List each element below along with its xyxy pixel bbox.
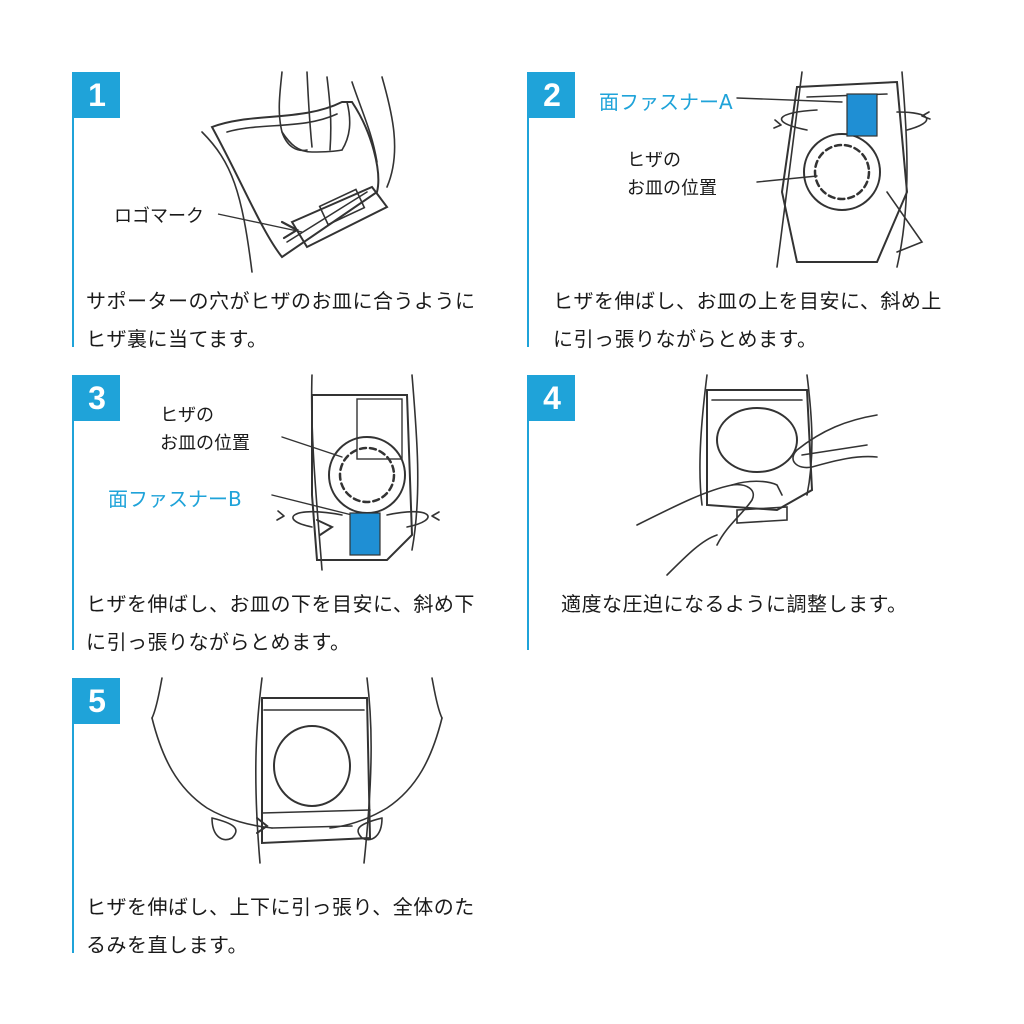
step-2-caption-line-2: に引っ張りながらとめます。 [553, 327, 818, 351]
step-number-badge: 4 [529, 375, 575, 421]
step-rail [527, 375, 529, 650]
step-4-caption-line-1: 適度な圧迫になるように調整します。 [561, 592, 908, 616]
step-5-caption-line-1: ヒザを伸ばし、上下に引っ張り、全体のた [86, 895, 475, 919]
step-number-badge: 5 [74, 678, 120, 724]
step-1-caption-line-2: ヒザ裏に当てます。 [86, 327, 268, 351]
fastener-a-label: 面ファスナーA [599, 90, 733, 114]
step-4: 4 適度な圧迫になるように調整します。 [527, 374, 977, 650]
step-2: 2 面ファスナーA ヒザの お皿の位置 ヒザを伸ばし、お皿の上を目安に、 [527, 71, 977, 351]
knee-illustration-back [172, 71, 492, 273]
kneecap-label-line-1: ヒザの [160, 405, 214, 426]
kneecap-label-line-1: ヒザの [627, 150, 681, 171]
step-rail [72, 678, 74, 953]
step-number-badge: 1 [74, 72, 120, 118]
step-5-caption-line-2: るみを直します。 [86, 933, 248, 957]
step-number-badge: 3 [74, 375, 120, 421]
kneecap-label-line-2: お皿の位置 [627, 178, 717, 199]
fastener-b-label: 面ファスナーB [108, 487, 242, 511]
knee-illustration-front-lower [271, 374, 502, 571]
knee-illustration-front-upper [736, 71, 957, 268]
logo-leader-line [212, 212, 312, 242]
step-rail [527, 72, 529, 347]
step-1: 1 ロゴマーク サポーターの穴がヒザのお皿に合うように ヒザ裏に当てます。 [72, 71, 522, 351]
step-number-badge: 2 [529, 72, 575, 118]
step-5: 5 ヒザを伸ばし、上下に引っ張り、全体のた るみを直します。 [72, 677, 522, 957]
step-3-caption-line-1: ヒザを伸ばし、お皿の下を目安に、斜め下 [86, 592, 475, 616]
step-2-caption-line-1: ヒザを伸ばし、お皿の上を目安に、斜め上 [553, 289, 942, 313]
step-1-caption-line-1: サポーターの穴がヒザのお皿に合うように [86, 289, 476, 313]
step-3: 3 ヒザの お皿の位置 面ファスナーB ヒザを伸ばし、お皿の下を目安に、 [72, 374, 522, 654]
knee-illustration-smooth [151, 677, 443, 868]
step-3-caption-line-2: に引っ張りながらとめます。 [86, 630, 351, 654]
kneecap-label-line-2: お皿の位置 [160, 433, 250, 454]
knee-illustration-adjust [636, 374, 878, 576]
step-rail [72, 375, 74, 650]
logo-mark-label: ロゴマーク [114, 206, 204, 227]
step-rail [72, 72, 74, 347]
